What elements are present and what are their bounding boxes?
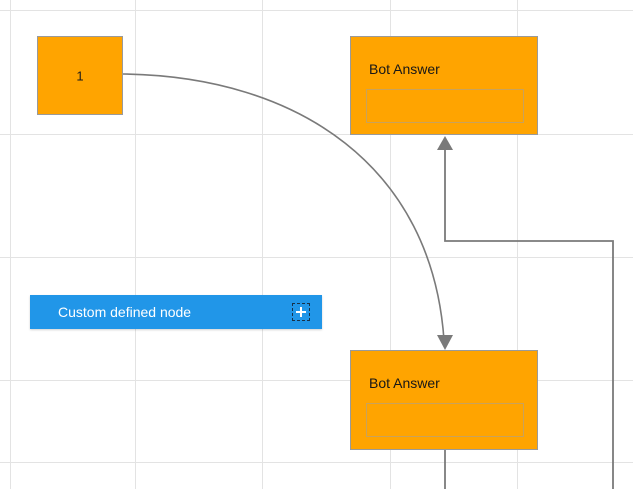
- start-node-label: 1: [76, 68, 84, 83]
- bot-answer-node-bottom[interactable]: Bot Answer: [350, 350, 538, 450]
- custom-defined-node-bar[interactable]: Custom defined node: [30, 295, 322, 329]
- bot-answer-node-top-title: Bot Answer: [369, 61, 440, 77]
- bot-answer-node-bottom-slot[interactable]: [366, 403, 524, 437]
- bot-answer-node-bottom-title: Bot Answer: [369, 375, 440, 391]
- arrowhead-down-bot-answer-bottom: [437, 335, 453, 350]
- custom-defined-node-label: Custom defined node: [58, 304, 192, 320]
- bot-answer-node-top-slot[interactable]: [366, 89, 524, 123]
- plus-icon[interactable]: [292, 303, 310, 321]
- bot-answer-node-top[interactable]: Bot Answer: [350, 36, 538, 135]
- edge-start-to-bot-answer-bottom[interactable]: [121, 73, 445, 341]
- start-node[interactable]: 1: [37, 36, 123, 115]
- arrowhead-up-bot-answer-top: [437, 136, 453, 150]
- edge-loop-to-bot-answer-top[interactable]: [444, 150, 614, 489]
